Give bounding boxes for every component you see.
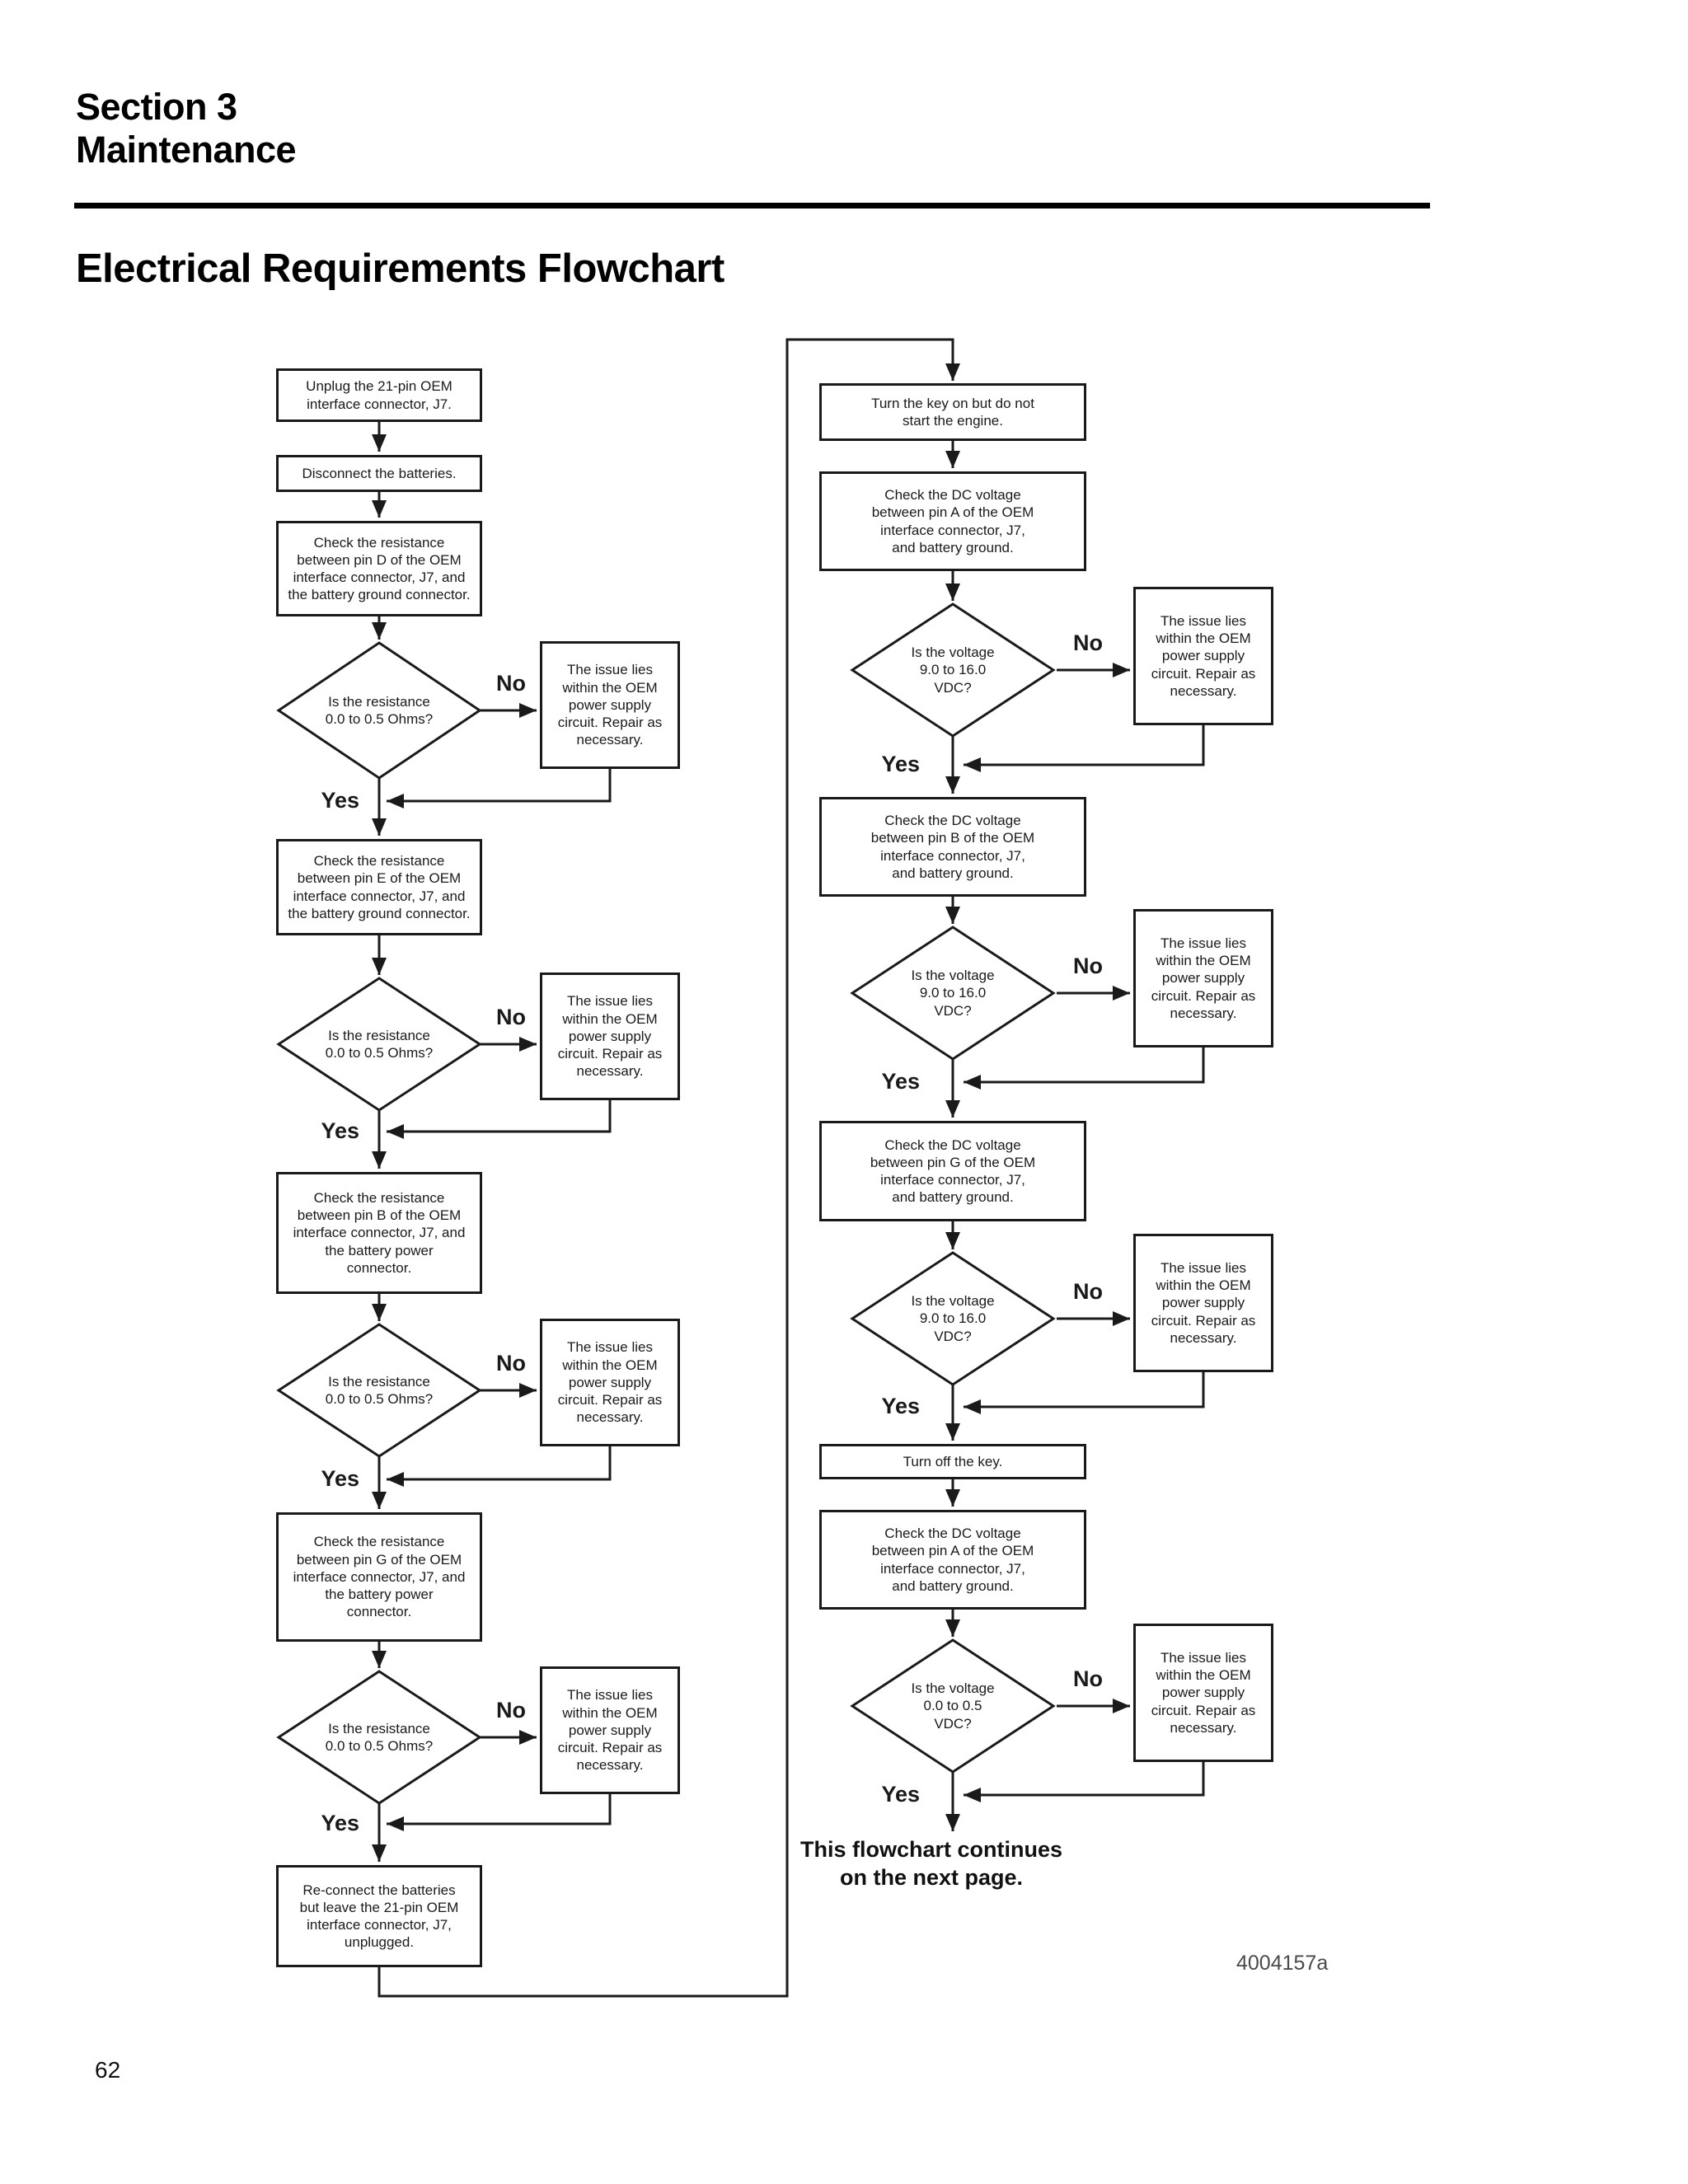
no-label: No [496, 1005, 526, 1029]
decision-diamond [276, 641, 482, 780]
flow-box-disconnect-batteries: Disconnect the batteries. [276, 455, 482, 492]
no-label: No [1073, 630, 1103, 655]
issue-box: The issue lies within the OEM power supp… [540, 1666, 680, 1794]
yes-label: Yes [881, 1782, 920, 1807]
issue-box: The issue lies within the OEM power supp… [540, 641, 680, 769]
flow-box-check-voltage-pin-g: Check the DC voltage between pin G of th… [819, 1121, 1086, 1221]
decision-diamond [276, 1323, 482, 1458]
decision-resistance-text: Is the resistance 0.0 to 0.5 Ohms? [325, 1027, 434, 1061]
decision-diamond [276, 977, 482, 1112]
issue-box: The issue lies within the OEM power supp… [540, 972, 680, 1100]
section-heading: Section 3 Maintenance [76, 86, 297, 171]
yes-label: Yes [881, 752, 920, 776]
decision-resistance-text: Is the resistance 0.0 to 0.5 Ohms? [325, 1720, 434, 1754]
decision-voltage-text: Is the voltage 9.0 to 16.0 VDC? [911, 968, 995, 1019]
decision-voltage-text: Is the voltage 9.0 to 16.0 VDC? [911, 644, 995, 696]
flow-box-check-resistance-pin-b: Check the resistance between pin B of th… [276, 1172, 482, 1294]
flow-box-key-off: Turn off the key. [819, 1444, 1086, 1479]
issue-box: The issue lies within the OEM power supp… [1133, 1624, 1273, 1762]
yes-label: Yes [321, 1811, 359, 1835]
figure-number: 4004157a [1236, 1952, 1329, 1975]
page-number: 62 [95, 2057, 121, 2083]
decision-diamond [850, 1251, 1056, 1386]
decision-voltage-text: Is the voltage 0.0 to 0.5 VDC? [911, 1680, 995, 1732]
flow-box-unplug-connector: Unplug the 21-pin OEM interface connecto… [276, 368, 482, 422]
connectors [372, 338, 1205, 1998]
flow-box-check-resistance-pin-e: Check the resistance between pin E of th… [276, 839, 482, 935]
decision-diamonds [276, 602, 1056, 1805]
decision-resistance-text: Is the resistance 0.0 to 0.5 Ohms? [325, 693, 434, 727]
no-label: No [496, 671, 526, 696]
decision-diamond [850, 1638, 1056, 1774]
yes-label: Yes [321, 788, 359, 813]
no-label: No [1073, 954, 1103, 978]
issue-box: The issue lies within the OEM power supp… [540, 1319, 680, 1446]
decision-diamond [276, 1670, 482, 1805]
issue-box: The issue lies within the OEM power supp… [1133, 909, 1273, 1047]
yes-label: Yes [881, 1394, 920, 1418]
decision-diamond [850, 602, 1056, 738]
decision-voltage-text: Is the voltage 9.0 to 16.0 VDC? [911, 1293, 995, 1344]
continues-note: This flowchart continues on the next pag… [799, 1837, 1063, 1890]
flow-box-check-voltage-pin-b: Check the DC voltage between pin B of th… [819, 797, 1086, 897]
flow-box-check-voltage-pin-a-off: Check the DC voltage between pin A of th… [819, 1510, 1086, 1610]
page-title: Electrical Requirements Flowchart [76, 246, 724, 291]
issue-box: The issue lies within the OEM power supp… [1133, 1234, 1273, 1372]
no-label: No [496, 1698, 526, 1722]
flow-box-check-resistance-pin-d: Check the resistance between pin D of th… [276, 521, 482, 616]
flow-box-key-on: Turn the key on but do not start the eng… [819, 383, 1086, 441]
flow-box-check-voltage-pin-a: Check the DC voltage between pin A of th… [819, 471, 1086, 571]
no-label: No [1073, 1279, 1103, 1304]
flow-box-check-resistance-pin-g: Check the resistance between pin G of th… [276, 1512, 482, 1642]
decision-resistance-text: Is the resistance 0.0 to 0.5 Ohms? [325, 1373, 434, 1407]
flow-box-reconnect-batteries: Re-connect the batteries but leave the 2… [276, 1865, 482, 1967]
decision-diamond [850, 926, 1056, 1061]
no-label: No [496, 1351, 526, 1376]
header-rule [74, 203, 1430, 209]
yes-label: Yes [321, 1466, 359, 1491]
no-label: No [1073, 1666, 1103, 1691]
yes-label: Yes [321, 1118, 359, 1143]
issue-box: The issue lies within the OEM power supp… [1133, 587, 1273, 725]
yes-label: Yes [881, 1069, 920, 1094]
